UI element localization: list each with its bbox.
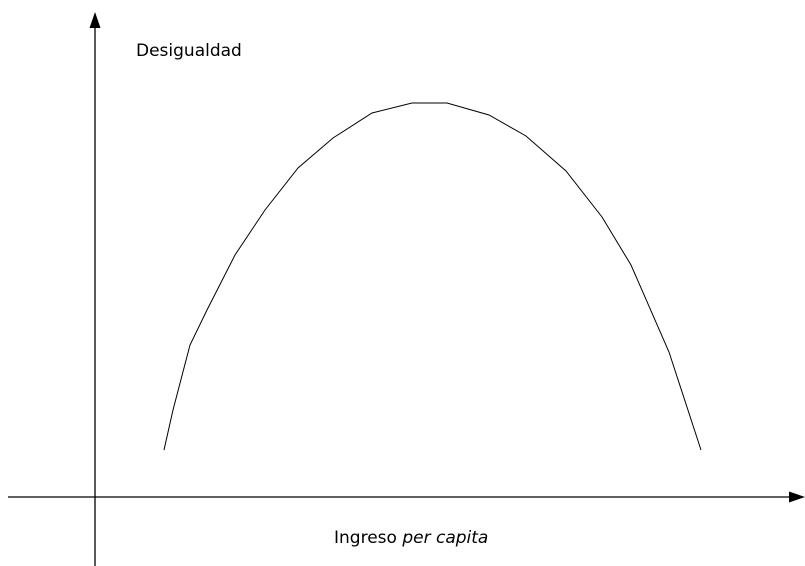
y-axis-arrowhead: [89, 12, 101, 28]
y-axis-label: Desigualdad: [136, 41, 242, 61]
inverted-u-curve: [163, 102, 702, 451]
x-axis-label-main: Ingreso: [334, 528, 397, 548]
x-axis-arrowhead: [789, 491, 805, 503]
x-axis-label-italic: per capita: [402, 528, 489, 548]
x-axis-label: Ingreso per capita: [334, 528, 488, 548]
